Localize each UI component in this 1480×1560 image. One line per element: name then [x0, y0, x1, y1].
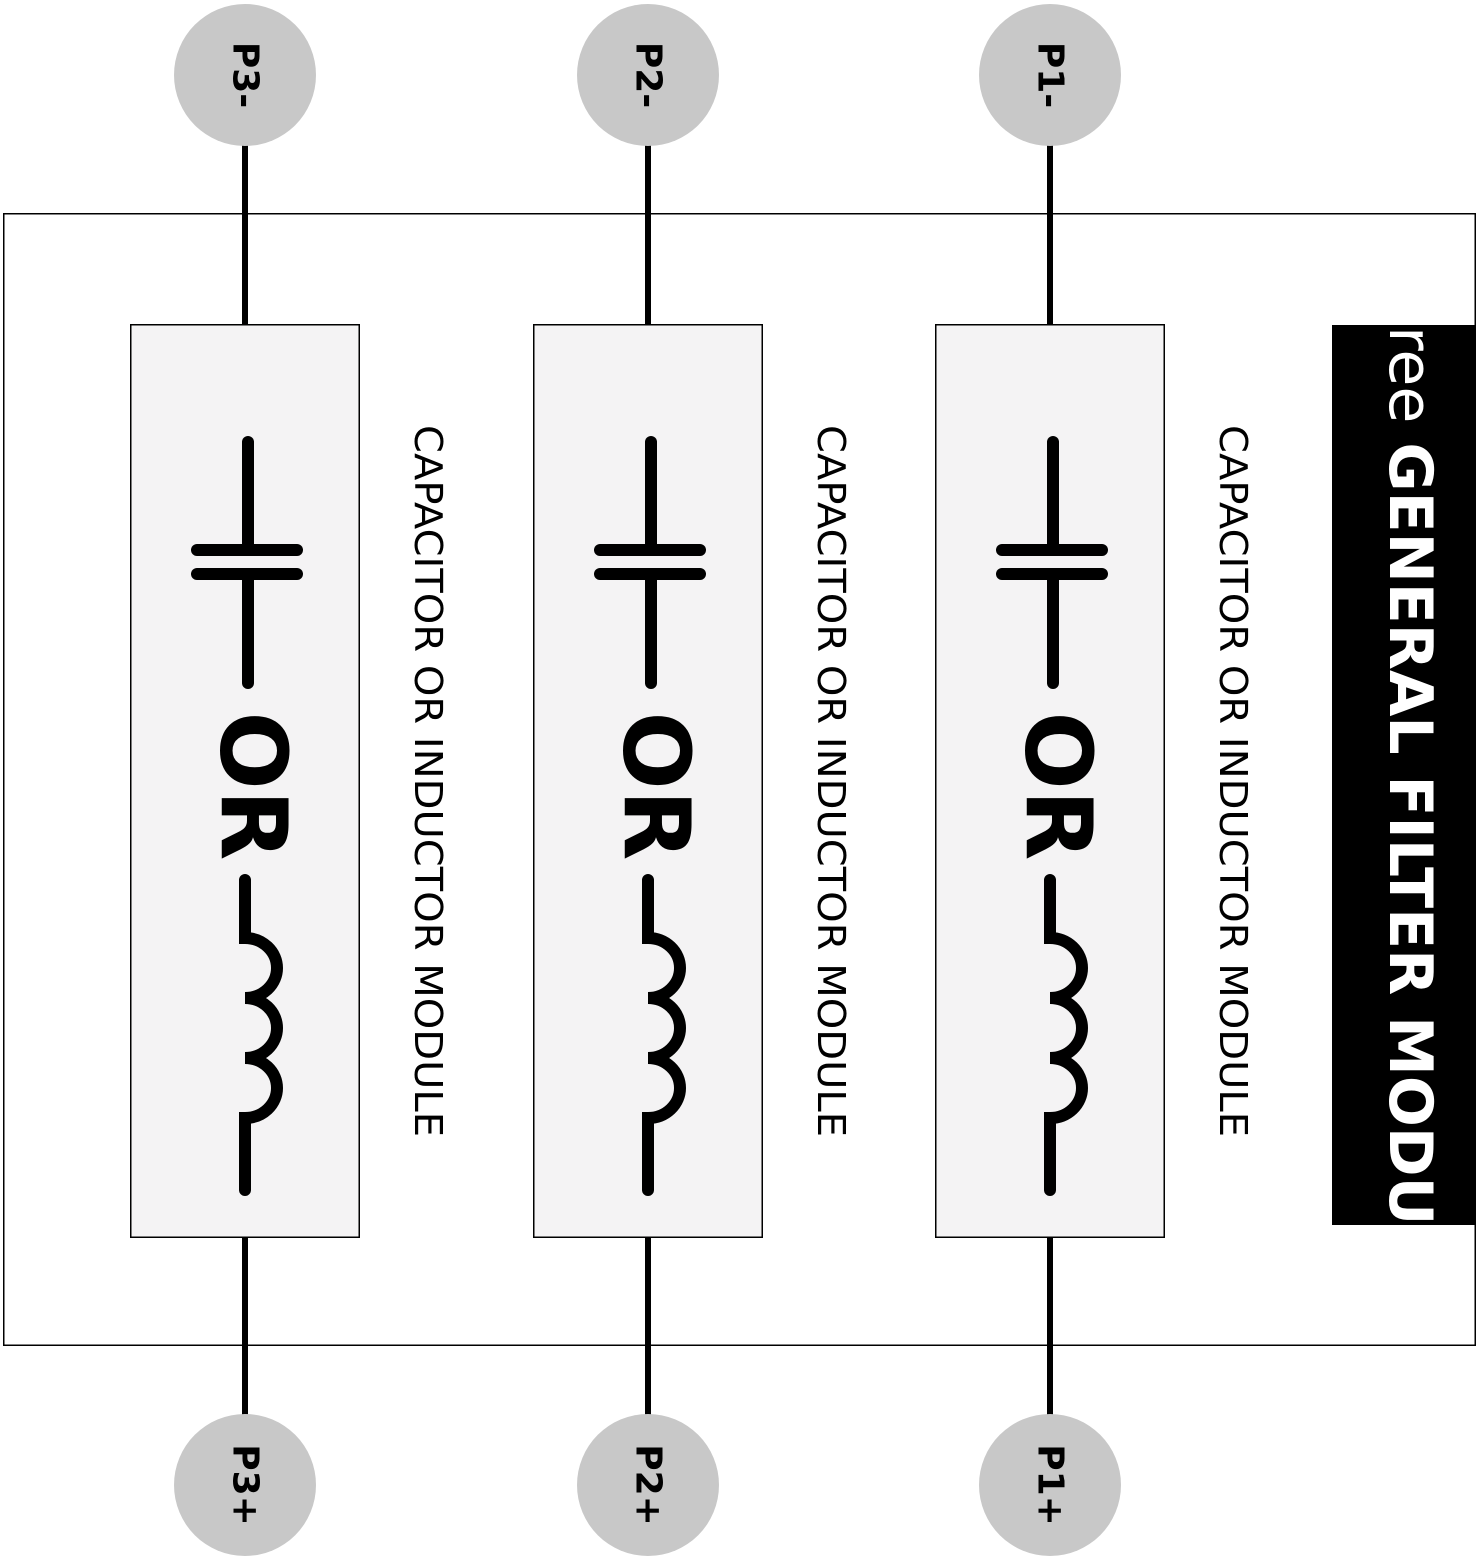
module-phase-1: P1- P1+ OR CAPACITOR OR INDUCTOR MODULE	[933, 4, 1255, 1556]
capacitor-symbol-icon	[996, 436, 1108, 689]
terminal-top: P3-	[174, 4, 316, 146]
diagram-title: Three GENERAL FILTER MODULE	[1375, 250, 1445, 1304]
terminal-label: P2+	[628, 1444, 669, 1526]
or-label: OR	[1005, 711, 1112, 860]
terminal-label: P3+	[225, 1444, 266, 1526]
title-prefix: Three	[1375, 250, 1445, 442]
module-label: CAPACITOR OR INDUCTOR MODULE	[1211, 425, 1255, 1137]
capacitor-symbol-icon	[191, 436, 303, 689]
terminal-circle	[577, 1414, 719, 1556]
terminal-label: P2-	[628, 42, 669, 108]
module-box	[128, 322, 362, 1240]
terminal-label: P1-	[1030, 42, 1071, 108]
terminal-top: P2-	[577, 4, 719, 146]
module-phase-3: P3- P3+ OR CAPACITOR OR INDUCTOR MODULE	[128, 4, 450, 1556]
module-label: CAPACITOR OR INDUCTOR MODULE	[406, 425, 450, 1137]
or-label: OR	[200, 711, 307, 860]
title-block: Three GENERAL FILTER MODULE	[1332, 250, 1476, 1305]
capacitor-symbol-icon	[594, 436, 706, 689]
inductor-symbol-icon	[1044, 874, 1088, 1196]
inductor-symbol-icon	[642, 874, 686, 1196]
terminal-label: P1+	[1030, 1444, 1071, 1526]
terminal-circle	[979, 1414, 1121, 1556]
terminal-bottom: P3+	[174, 1414, 316, 1556]
terminal-circle	[577, 4, 719, 146]
module-label: CAPACITOR OR INDUCTOR MODULE	[809, 425, 853, 1137]
terminal-circle	[174, 4, 316, 146]
terminal-circle	[979, 4, 1121, 146]
inductor-symbol-icon	[239, 874, 283, 1196]
or-label: OR	[603, 711, 710, 860]
terminal-circle	[174, 1414, 316, 1556]
title-background	[1332, 325, 1476, 1225]
terminal-bottom: P2+	[577, 1414, 719, 1556]
terminal-top: P1-	[979, 4, 1121, 146]
module-phase-2: P2- P2+ OR CAPACITOR OR INDUCTOR MODULE	[531, 4, 853, 1556]
terminal-label: P3-	[225, 42, 266, 108]
title-main: GENERAL FILTER MODULE	[1375, 442, 1445, 1304]
terminal-bottom: P1+	[979, 1414, 1121, 1556]
